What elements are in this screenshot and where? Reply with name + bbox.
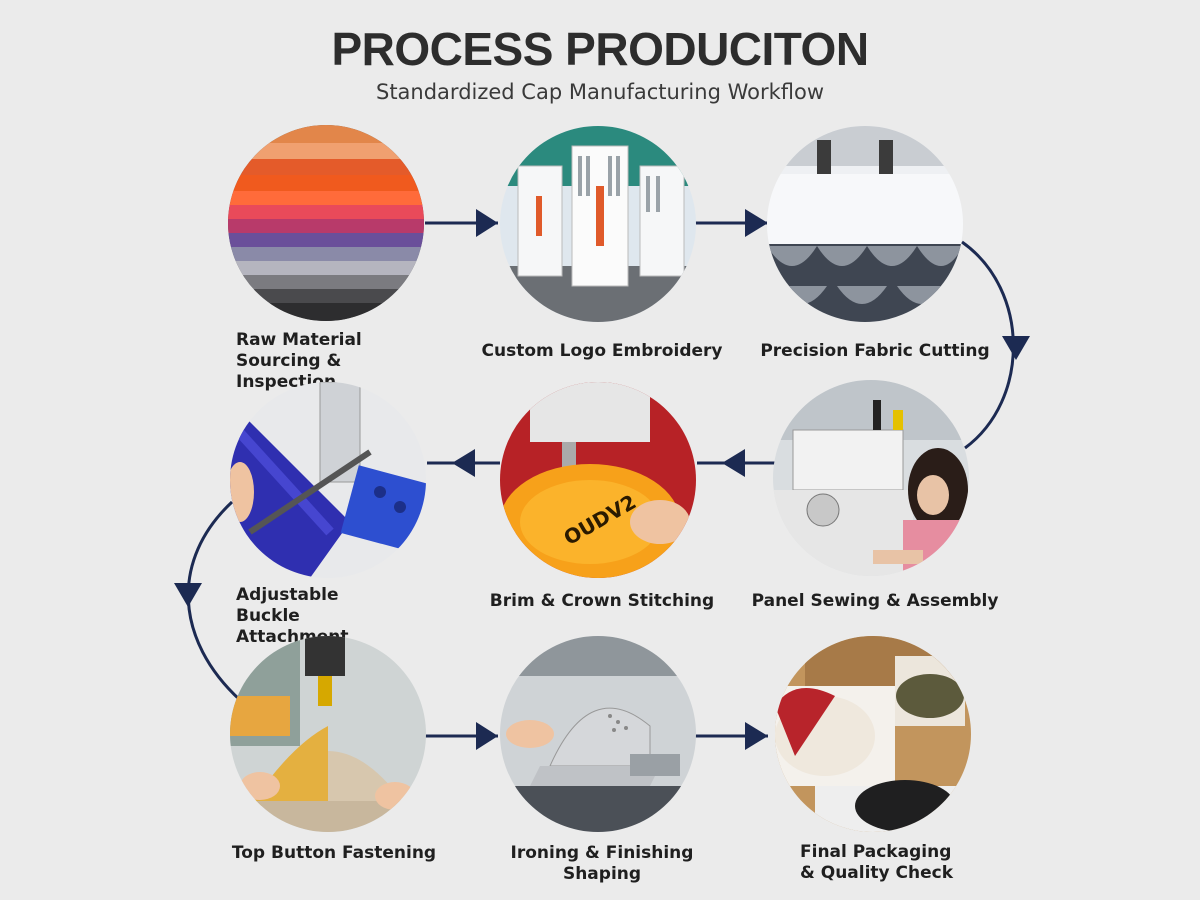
step-9-label: Final Packaging & Quality Check [800, 842, 954, 883]
arrowhead-8 [745, 722, 768, 750]
step-7-label: Top Button Fastening [231, 843, 437, 863]
packaged-caps-photo [775, 636, 971, 832]
arrowhead-4 [722, 449, 745, 477]
fabric-rolls-photo [228, 125, 424, 321]
step-4-label: Panel Sewing & Assembly [751, 591, 999, 611]
cap-stitching-photo: OUDV2 [500, 382, 696, 578]
arrowhead-7 [476, 722, 498, 750]
button-press-photo [230, 636, 426, 832]
step-3-label: Precision Fabric Cutting [760, 341, 990, 361]
arrowhead-1 [476, 209, 498, 237]
connector-6-7 [186, 500, 242, 702]
buckle-attachment-photo [230, 382, 426, 578]
ironing-cap-photo [500, 636, 696, 832]
arrowhead-3 [1002, 336, 1030, 360]
arrowhead-6 [174, 583, 202, 607]
page-title: PROCESS PRODUCITON [331, 23, 869, 75]
step-8-label: Ironing & Finishing Shaping [510, 843, 694, 884]
step-5-label: Brim & Crown Stitching [489, 591, 715, 611]
sewing-worker-photo [773, 380, 969, 576]
step-2-label: Custom Logo Embroidery [481, 341, 723, 361]
arrowhead-5 [452, 449, 475, 477]
fabric-cutting-photo [767, 126, 963, 322]
embroidery-machine-photo [500, 126, 696, 322]
arrowhead-2 [745, 209, 768, 237]
page-subtitle: Standardized Cap Manufacturing Workflow [375, 80, 825, 104]
